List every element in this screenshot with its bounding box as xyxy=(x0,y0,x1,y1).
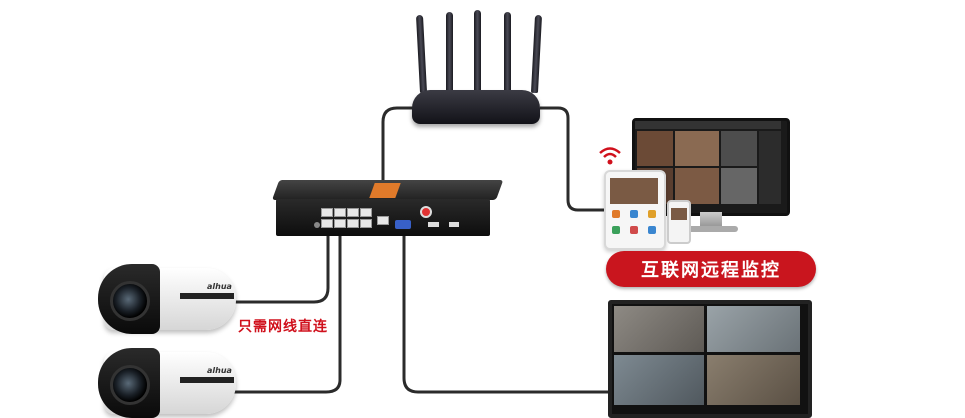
camera-brand-logo: alhua xyxy=(207,282,232,291)
tablet-app-icon xyxy=(648,210,656,218)
video-tile xyxy=(675,131,719,166)
hdmi-port xyxy=(428,222,439,227)
poe-port xyxy=(334,219,346,228)
direct-connect-label: 只需网线直连 xyxy=(238,319,328,335)
poe-port xyxy=(321,219,333,228)
tablet-app-icon xyxy=(630,210,638,218)
power-jack xyxy=(314,222,320,228)
nvr-to-camera1-cable xyxy=(232,228,330,304)
cctv-tile xyxy=(707,355,800,405)
nvr-to-monitor-cable xyxy=(402,228,612,394)
camera-stripe xyxy=(180,293,234,299)
tablet-app-icon xyxy=(648,226,656,234)
cctv-tile xyxy=(614,306,704,352)
local-monitor xyxy=(608,300,812,418)
sidebar-panel xyxy=(759,131,781,204)
router-antenna xyxy=(474,10,481,92)
router-to-nvr-cable xyxy=(381,106,414,210)
lan-port xyxy=(377,216,389,225)
router-body xyxy=(412,90,540,124)
tablet-app-icon xyxy=(630,226,638,234)
monitor-stand-base xyxy=(688,226,738,232)
poe-port xyxy=(360,208,372,217)
poe-port xyxy=(321,208,333,217)
usb-port xyxy=(449,222,459,227)
camera-lens-icon xyxy=(110,281,150,321)
poe-port xyxy=(360,219,372,228)
poe-port xyxy=(347,219,359,228)
poe-port xyxy=(334,208,346,217)
wifi-signal-icon xyxy=(599,147,621,165)
video-tile xyxy=(721,168,757,204)
camera-lens-icon xyxy=(110,365,150,405)
tablet-app-icon xyxy=(612,226,620,234)
remote-monitoring-badge: 互联网远程监控 xyxy=(606,251,816,287)
router-to-remote-cable xyxy=(540,106,606,212)
cable-lines xyxy=(232,106,612,394)
phone-device xyxy=(667,200,691,244)
nvr-accent-stripe xyxy=(369,183,401,198)
cctv-tile xyxy=(707,306,800,352)
cctv-tile xyxy=(614,355,704,405)
video-tile xyxy=(675,168,719,204)
poe-port xyxy=(347,208,359,217)
audio-port xyxy=(420,206,432,218)
video-tile xyxy=(721,131,757,166)
camera-stripe xyxy=(180,377,234,383)
router-antenna xyxy=(504,12,511,92)
tablet-device xyxy=(604,170,666,250)
video-tile xyxy=(637,131,673,166)
nvr-to-camera2-cable xyxy=(232,228,342,394)
tablet-video xyxy=(610,178,658,204)
vga-port xyxy=(395,220,411,229)
app-toolbar xyxy=(635,121,781,129)
tablet-app-icon xyxy=(612,210,620,218)
phone-video xyxy=(671,208,687,220)
camera-brand-logo: alhua xyxy=(207,366,232,375)
router-antenna xyxy=(446,12,453,92)
monitor-stand xyxy=(700,212,722,226)
